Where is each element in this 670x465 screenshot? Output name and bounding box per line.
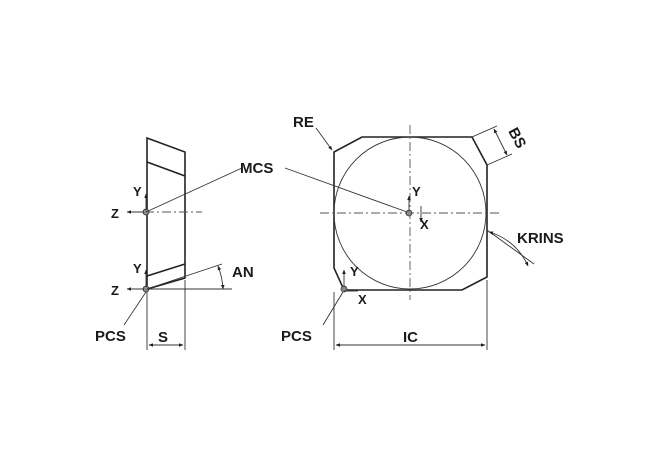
top-view: Y X Y X MCS RE BS KRINS IC PCS [145, 114, 564, 350]
insert-side-body [146, 136, 186, 291]
side-chamfer-bottom [146, 263, 186, 277]
pcs-side-leader [123, 291, 147, 326]
pcs-top-leader [322, 291, 344, 326]
s-label: S [158, 329, 168, 346]
bs-ext-2 [486, 153, 513, 166]
top-pcs-x-label: X [358, 292, 367, 307]
top-mcs-x-label: X [420, 217, 429, 232]
bs-ext-1 [471, 125, 498, 138]
krins-label: KRINS [517, 230, 564, 247]
mcs-leader-top [284, 167, 408, 213]
bs-dim-line [493, 128, 508, 156]
side-mcs-z-label: Z [111, 206, 119, 221]
pcs-top-label: PCS [281, 328, 312, 345]
an-line-inclined [146, 263, 223, 290]
ic-label: IC [403, 329, 418, 346]
side-mcs-y-label: Y [133, 184, 142, 199]
pcs-side-label: PCS [95, 328, 126, 345]
bs-label: BS [504, 125, 529, 151]
an-arc [217, 265, 225, 290]
re-label: RE [293, 114, 314, 131]
krins-arc [488, 231, 529, 267]
top-pcs-y-label: Y [350, 264, 359, 279]
side-pcs-y-label: Y [133, 261, 142, 276]
re-leader [315, 127, 333, 151]
mcs-leader-side [145, 167, 243, 213]
side-view: Y Z Y Z AN S PCS [95, 136, 254, 350]
an-label: AN [232, 264, 254, 281]
side-chamfer-top [146, 161, 186, 177]
top-mcs-y-label: Y [412, 184, 421, 199]
insert-top-body [333, 136, 488, 291]
side-pcs-z-label: Z [111, 283, 119, 298]
mcs-label: MCS [240, 160, 273, 177]
